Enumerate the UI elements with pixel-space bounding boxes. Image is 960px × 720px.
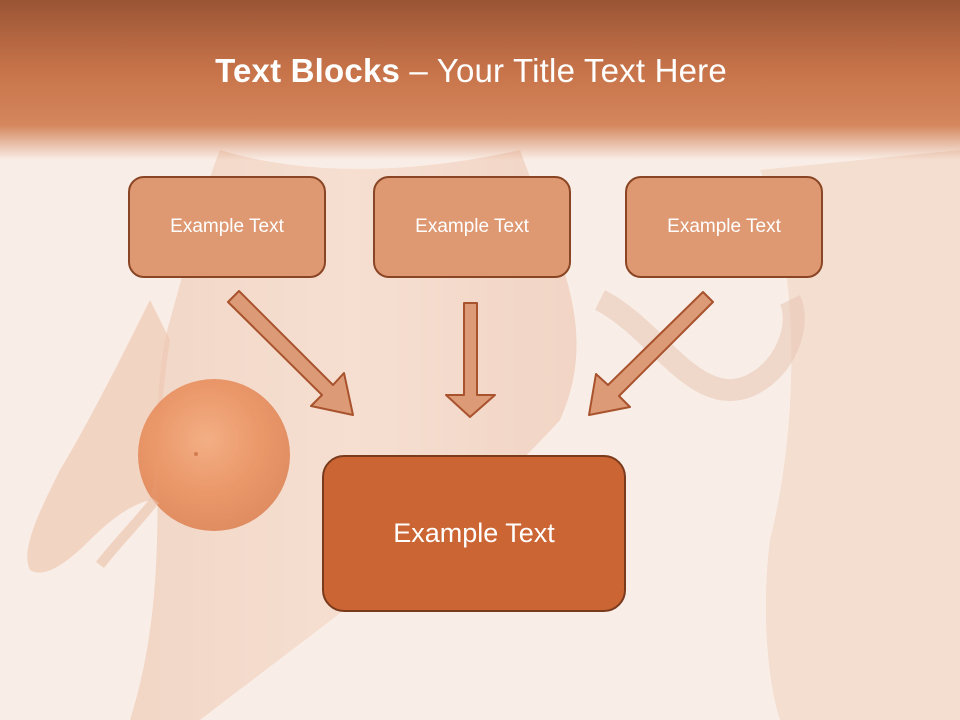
text-block-1[interactable]: Example Text: [128, 176, 326, 278]
arrow-right-icon: [588, 291, 714, 416]
main-text-block[interactable]: Example Text: [322, 455, 626, 612]
title-bold: Text Blocks: [215, 52, 401, 89]
text-block-2[interactable]: Example Text: [373, 176, 571, 278]
arrow-left-icon: [227, 290, 354, 416]
title-rest: – Your Title Text Here: [400, 52, 727, 89]
text-block-3[interactable]: Example Text: [625, 176, 823, 278]
arrow-center-icon: [445, 302, 496, 418]
title-band: [0, 0, 960, 160]
slide-title: Text Blocks – Your Title Text Here: [0, 52, 942, 90]
